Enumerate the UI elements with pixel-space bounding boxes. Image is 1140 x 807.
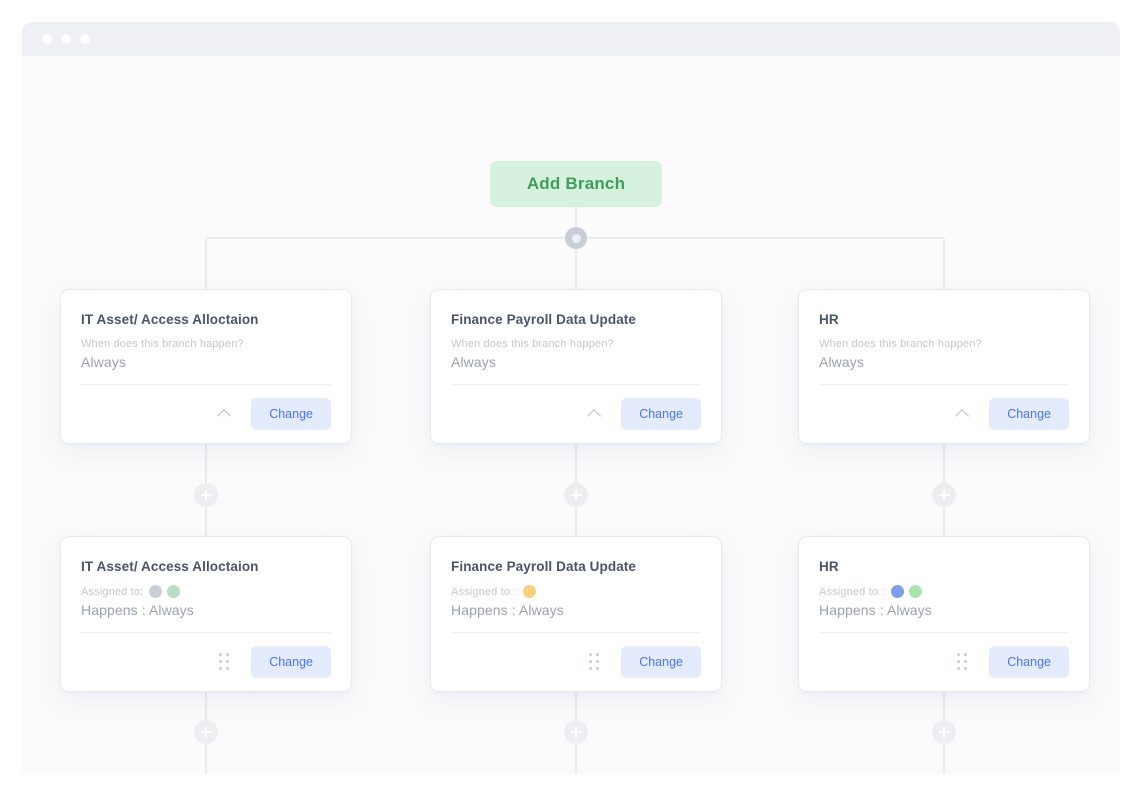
task-card-assigned-row: Assigned to : bbox=[451, 585, 701, 598]
plus-icon bbox=[575, 727, 578, 738]
task-card-title: IT Asset/ Access Alloctaion bbox=[81, 559, 331, 574]
branch-card-footer: Change bbox=[81, 385, 331, 443]
branch-card-footer: Change bbox=[819, 385, 1069, 443]
workflow-canvas[interactable]: Add Branch IT Asset/ Access Alloctaion W… bbox=[22, 56, 1120, 774]
task-card-title: HR bbox=[819, 559, 1069, 574]
branch-card-title: IT Asset/ Access Alloctaion bbox=[81, 312, 331, 327]
task-card[interactable]: IT Asset/ Access Alloctaion Assigned to:… bbox=[60, 536, 352, 692]
avatar[interactable] bbox=[523, 585, 536, 598]
task-card-footer: Change bbox=[819, 633, 1069, 691]
branch-card[interactable]: Finance Payroll Data Update When does th… bbox=[430, 289, 722, 444]
branch-card[interactable]: HR When does this branch happen? Always … bbox=[798, 289, 1090, 444]
drag-handle-icon[interactable] bbox=[957, 653, 971, 671]
task-card-happens: Happens : Always bbox=[819, 602, 1069, 633]
task-card-footer: Change bbox=[451, 633, 701, 691]
task-card[interactable]: Finance Payroll Data Update Assigned to … bbox=[430, 536, 722, 692]
branch-card-value: Always bbox=[81, 354, 331, 385]
task-card-happens: Happens : Always bbox=[451, 602, 701, 633]
change-button[interactable]: Change bbox=[621, 398, 701, 430]
task-card[interactable]: HR Assigned to : Happens : Always Change bbox=[798, 536, 1090, 692]
add-step-button[interactable] bbox=[564, 720, 588, 744]
maximize-icon[interactable] bbox=[80, 34, 90, 44]
branch-card[interactable]: IT Asset/ Access Alloctaion When does th… bbox=[60, 289, 352, 444]
avatar[interactable] bbox=[149, 585, 162, 598]
assignee-avatars bbox=[523, 585, 536, 598]
plus-icon bbox=[575, 490, 578, 501]
chevron-up-icon[interactable] bbox=[587, 406, 603, 422]
add-step-button[interactable] bbox=[932, 720, 956, 744]
task-card-assigned-row: Assigned to: bbox=[81, 585, 331, 598]
drag-handle-icon[interactable] bbox=[219, 653, 233, 671]
add-branch-button[interactable]: Add Branch bbox=[490, 161, 662, 207]
assigned-to-label: Assigned to : bbox=[451, 586, 517, 598]
change-button[interactable]: Change bbox=[989, 646, 1069, 678]
change-button[interactable]: Change bbox=[251, 646, 331, 678]
add-step-button[interactable] bbox=[194, 483, 218, 507]
assigned-to-label: Assigned to : bbox=[819, 586, 885, 598]
avatar[interactable] bbox=[167, 585, 180, 598]
browser-window: Add Branch IT Asset/ Access Alloctaion W… bbox=[22, 22, 1120, 774]
assignee-avatars bbox=[149, 585, 180, 598]
branch-card-sublabel: When does this branch happen? bbox=[451, 338, 701, 350]
assignee-avatars bbox=[891, 585, 922, 598]
plus-icon bbox=[943, 490, 946, 501]
task-card-footer: Change bbox=[81, 633, 331, 691]
plus-icon bbox=[205, 727, 208, 738]
chevron-up-icon[interactable] bbox=[217, 406, 233, 422]
branch-card-footer: Change bbox=[451, 385, 701, 443]
plus-icon bbox=[943, 727, 946, 738]
browser-titlebar bbox=[22, 22, 1120, 56]
close-icon[interactable] bbox=[42, 34, 52, 44]
task-card-title: Finance Payroll Data Update bbox=[451, 559, 701, 574]
add-step-button[interactable] bbox=[564, 483, 588, 507]
branch-card-value: Always bbox=[451, 354, 701, 385]
branch-card-value: Always bbox=[819, 354, 1069, 385]
plus-icon bbox=[205, 490, 208, 501]
avatar[interactable] bbox=[891, 585, 904, 598]
task-card-assigned-row: Assigned to : bbox=[819, 585, 1069, 598]
branch-card-title: HR bbox=[819, 312, 1069, 327]
change-button[interactable]: Change bbox=[251, 398, 331, 430]
task-card-happens: Happens : Always bbox=[81, 602, 331, 633]
assigned-to-label: Assigned to: bbox=[81, 586, 143, 598]
branch-card-sublabel: When does this branch happen? bbox=[819, 338, 1069, 350]
change-button[interactable]: Change bbox=[621, 646, 701, 678]
avatar[interactable] bbox=[909, 585, 922, 598]
minimize-icon[interactable] bbox=[61, 34, 71, 44]
add-branch-label: Add Branch bbox=[527, 174, 625, 194]
branch-card-sublabel: When does this branch happen? bbox=[81, 338, 331, 350]
add-step-button[interactable] bbox=[932, 483, 956, 507]
branch-card-title: Finance Payroll Data Update bbox=[451, 312, 701, 327]
chevron-up-icon[interactable] bbox=[955, 406, 971, 422]
add-step-button[interactable] bbox=[194, 720, 218, 744]
branch-hub-node[interactable] bbox=[565, 227, 587, 249]
drag-handle-icon[interactable] bbox=[589, 653, 603, 671]
change-button[interactable]: Change bbox=[989, 398, 1069, 430]
